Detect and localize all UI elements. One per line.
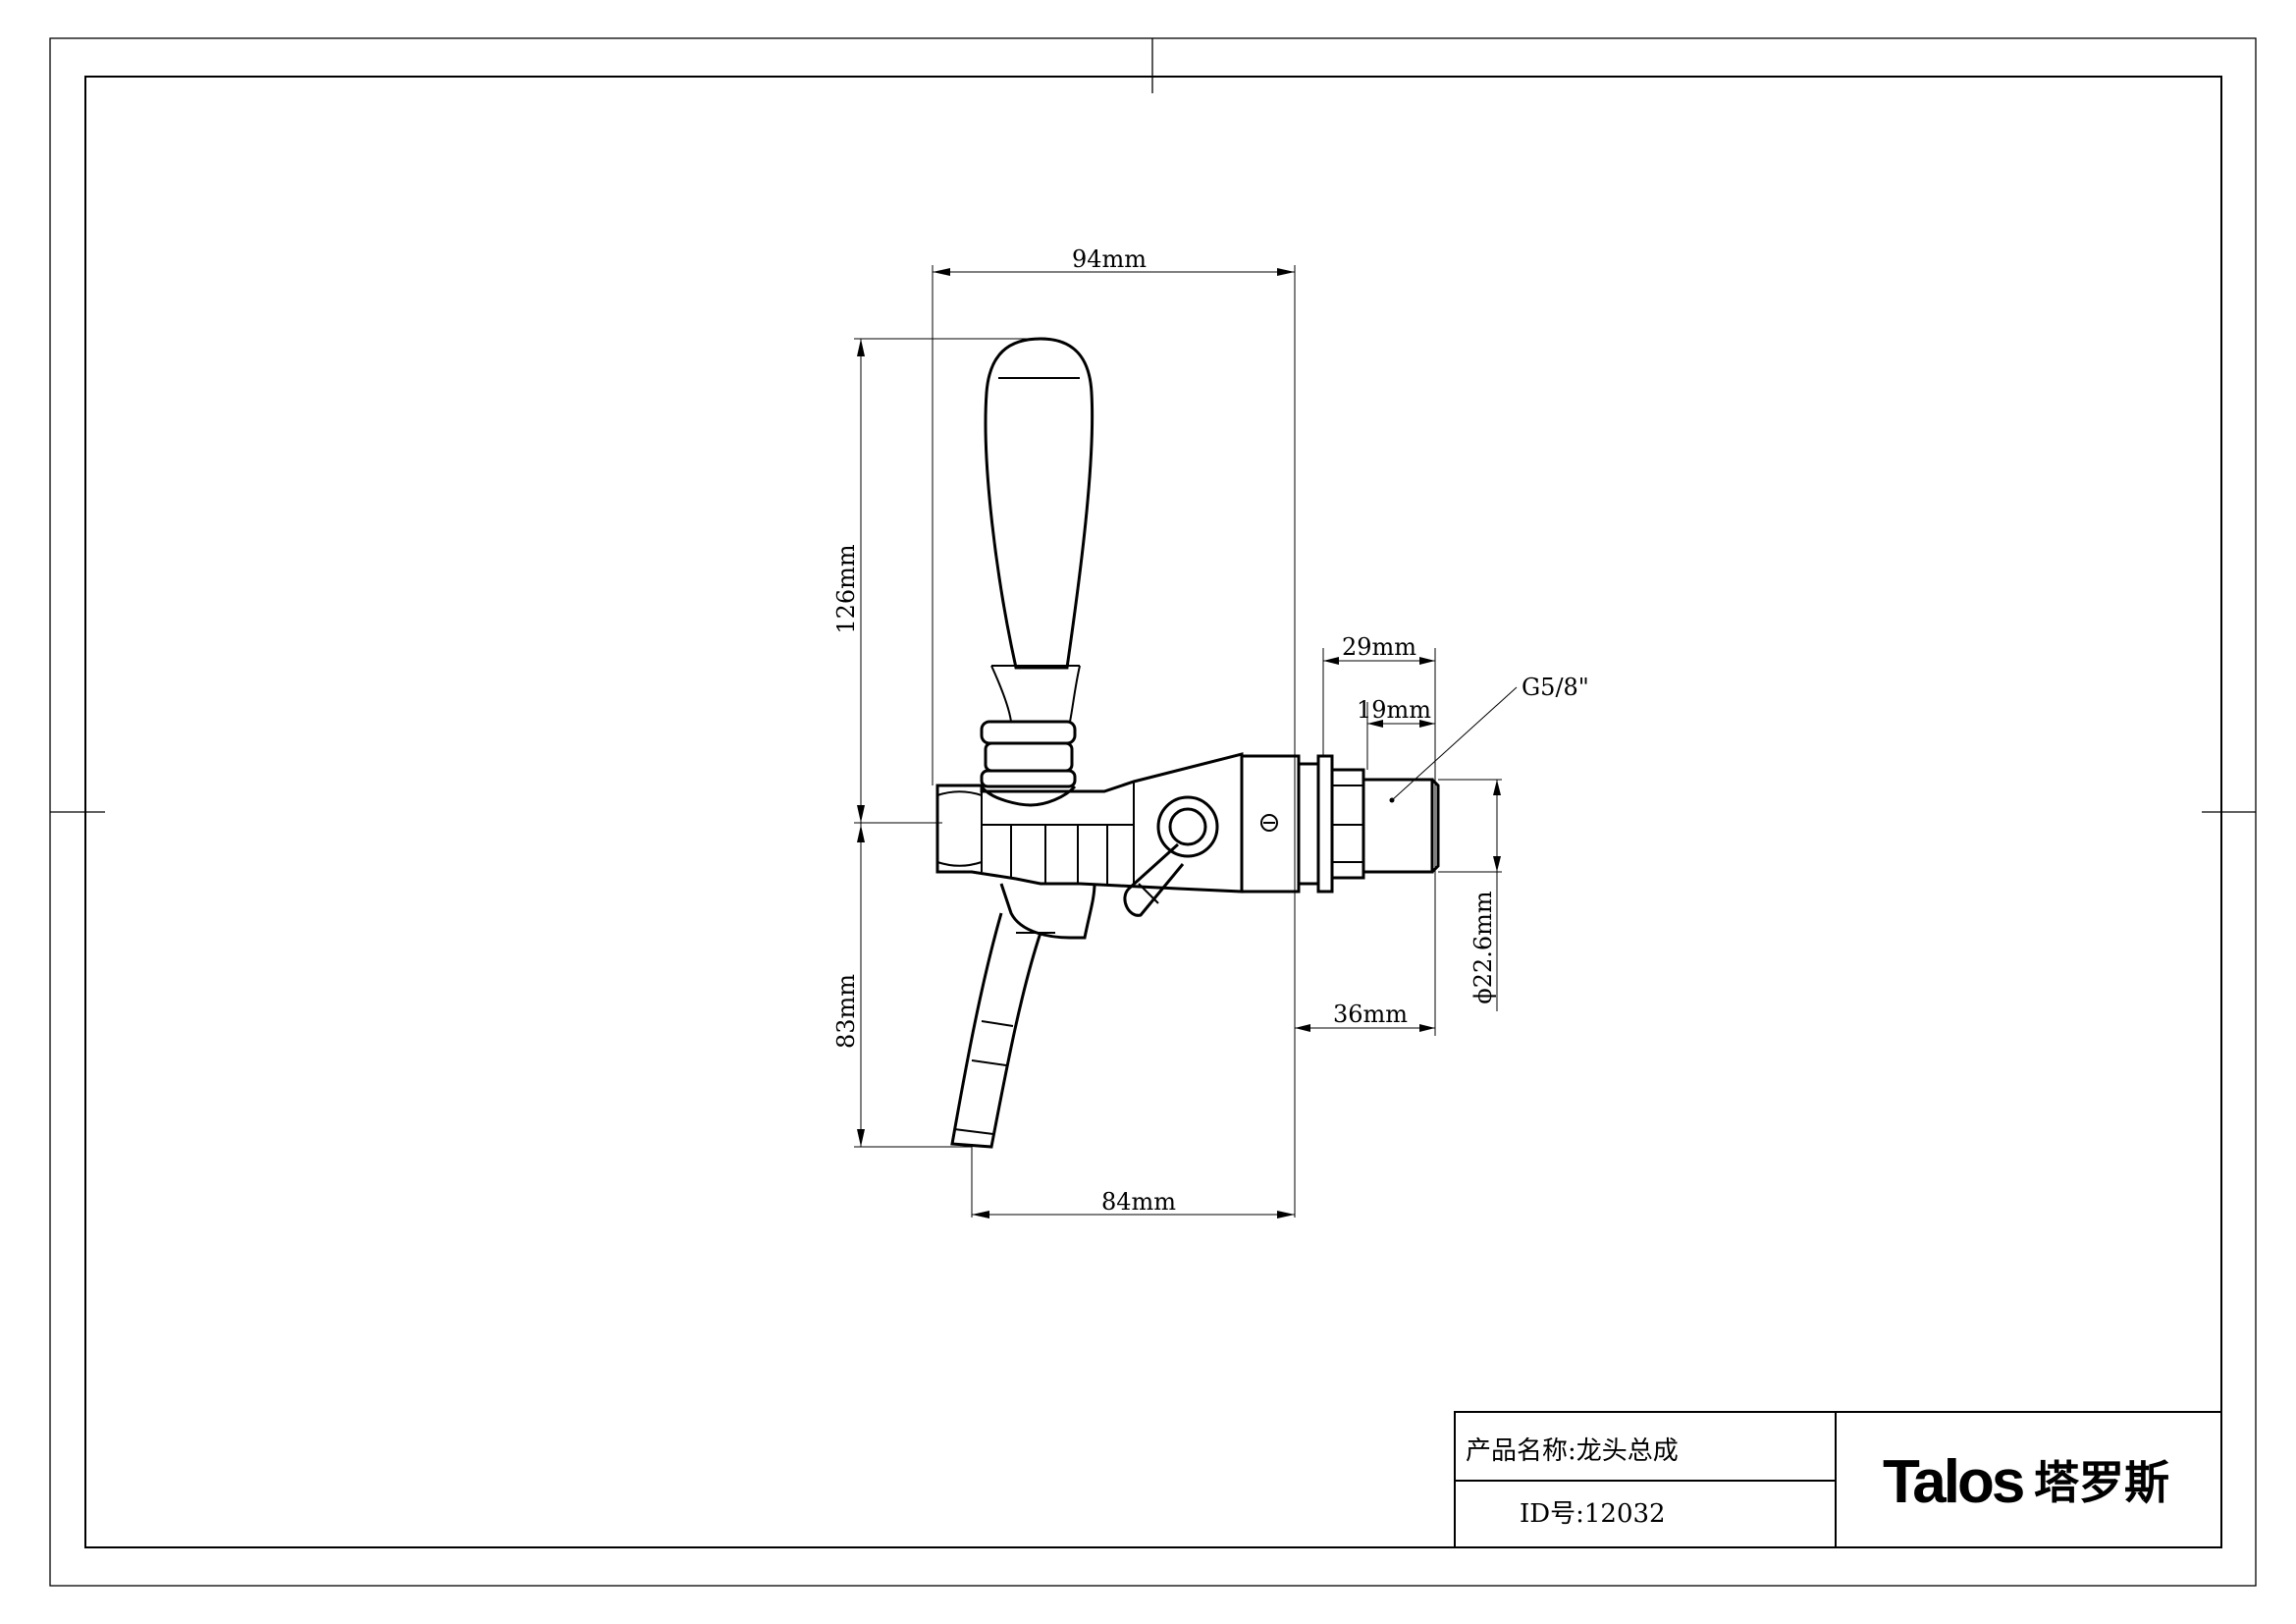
dim-label-shank-length: 29mm (1342, 633, 1416, 661)
handle-collar (980, 720, 1077, 807)
tap-shank (1240, 754, 1440, 893)
dimension-lines (854, 265, 1518, 1218)
company-logo: Talos 塔罗斯 (1883, 1448, 2169, 1516)
logo-latin: Talos (1883, 1448, 2023, 1516)
product-name: 产品名称:龙头总成 (1466, 1436, 1679, 1466)
dimension-labels: 94mm 126mm 83mm 84mm 29mm 19mm G5/8" ϕ22… (832, 245, 1589, 1216)
outer-frame (49, 37, 2257, 1587)
tap-handle (984, 337, 1095, 723)
dim-label-body-to-end: 36mm (1333, 1001, 1408, 1028)
dim-label-spout-reach: 84mm (1101, 1188, 1176, 1216)
centering-marks (50, 38, 2256, 813)
tap-body (935, 752, 1244, 893)
tap-spout (950, 883, 1096, 1149)
dim-label-thread-spec: G5/8" (1522, 674, 1589, 701)
dim-label-handle-height: 126mm (832, 544, 860, 634)
dim-label-shank-diameter: ϕ22.6mm (1469, 891, 1497, 1004)
title-block: 产品名称:龙头总成 ID号:12032 (1454, 1411, 2222, 1548)
dim-label-overall-width: 94mm (1072, 245, 1147, 273)
dim-label-thread-length: 19mm (1357, 696, 1431, 724)
inner-frame (84, 76, 2222, 1548)
product-id: ID号:12032 (1520, 1499, 1666, 1529)
logo-cjk: 塔罗斯 (2034, 1456, 2169, 1509)
dim-label-spout-height: 83mm (832, 974, 860, 1049)
flow-control-knob (1123, 795, 1219, 917)
